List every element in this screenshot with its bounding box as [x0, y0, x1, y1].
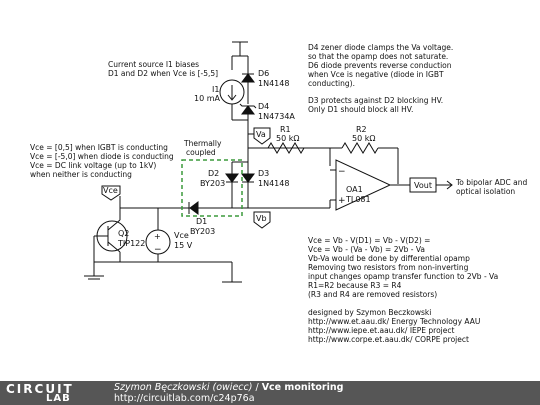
svg-text:R1=R2 because R3 = R4: R1=R2 because R3 = R4	[308, 281, 402, 290]
vce-source-name: Vce	[174, 231, 189, 240]
svg-text:Vb-Va would be done by differe: Vb-Va would be done by differential opam…	[308, 254, 470, 263]
i1-name: I1	[212, 85, 219, 94]
svg-text:Removing two resistors from no: Removing two resistors from non-invertin…	[308, 263, 469, 272]
note-credits: designed by Szymon Beczkowski http://www…	[308, 308, 480, 344]
net-label-vout: Vout	[409, 177, 437, 193]
svg-text:Vout: Vout	[414, 181, 432, 190]
note-equations: Vce = Vb - V(D1) = Vb - V(D2) = Vce = Vb…	[308, 236, 498, 299]
note-d3: D3 protects against D2 blocking HV. Only…	[308, 96, 443, 114]
svg-text:Vce = Vb - (Va - Vb) = 2Vb - V: Vce = Vb - (Va - Vb) = 2Vb - Va	[308, 245, 425, 254]
author-link[interactable]: Szymon Bęczkowski (owiecc)	[114, 382, 253, 393]
vce-minus-sign: −	[154, 245, 162, 255]
svg-text:D1 and D2 when Vce is [-5,5]: D1 and D2 when Vce is [-5,5]	[108, 69, 218, 78]
svg-text:D3 protects against D2 blockin: D3 protects against D2 blocking HV.	[308, 96, 443, 105]
svg-text:when neither is conducting: when neither is conducting	[30, 170, 132, 179]
circuit-diagram: + − − + Va Vb Vce Vout D6 1N4148 I1 10 m…	[30, 41, 527, 344]
svg-text:Vce: Vce	[103, 186, 118, 195]
d2-name: D2	[208, 169, 219, 178]
svg-text:Thermally: Thermally	[183, 139, 222, 148]
d3-name: D3	[258, 169, 269, 178]
r2-value: 50 kΩ	[352, 134, 375, 143]
svg-text:Vce = [0,5] when IGBT is condu: Vce = [0,5] when IGBT is conducting	[30, 143, 168, 152]
r1-value: 50 kΩ	[276, 134, 299, 143]
footer-title-line: Szymon Bęczkowski (owiecc) / Vce monitor…	[114, 382, 344, 393]
svg-text:so that the opamp does not sat: so that the opamp does not saturate.	[308, 52, 448, 61]
d1-name: D1	[196, 217, 207, 226]
net-label-vb: Vb	[253, 211, 271, 229]
q2-name: Q2	[118, 229, 129, 238]
note-vce: Vce = [0,5] when IGBT is conducting Vce …	[30, 143, 174, 179]
circuitlab-logo[interactable]: CIRCUIT LAB	[6, 382, 74, 404]
oa1-value: TL081	[345, 195, 371, 204]
d6-value: 1N4148	[258, 79, 289, 88]
svg-text:Va: Va	[256, 130, 266, 139]
d4-name: D4	[258, 102, 269, 111]
svg-text:D4 zener diode clamps the Va v: D4 zener diode clamps the Va voltage.	[308, 43, 453, 52]
svg-text:coupled: coupled	[186, 148, 216, 157]
svg-text:http://www.iepe.et.aau.dk/ IEP: http://www.iepe.et.aau.dk/ IEPE project	[308, 326, 454, 335]
svg-text:input changes opamp transfer f: input changes opamp transfer function to…	[308, 272, 498, 281]
d2-value: BY203	[200, 179, 225, 188]
note-d4: D4 zener diode clamps the Va voltage. so…	[308, 43, 453, 88]
svg-text:conducting).: conducting).	[308, 79, 355, 88]
q2-value: TIP122	[117, 239, 145, 248]
svg-text:Vce = DC link voltage (up to 1: Vce = DC link voltage (up to 1kV)	[30, 161, 156, 170]
svg-text:To bipolar ADC and: To bipolar ADC and	[455, 178, 527, 187]
vce-source-value: 15 V	[174, 241, 193, 250]
circuit-url-link[interactable]: http://circuitlab.com/c24p76a	[114, 393, 255, 404]
svg-text:Vb: Vb	[256, 214, 267, 223]
svg-text:designed by Szymon Beczkowski: designed by Szymon Beczkowski	[308, 308, 431, 317]
svg-text:Current source I1 biases: Current source I1 biases	[108, 60, 199, 69]
svg-text:D6 diode prevents reverse cond: D6 diode prevents reverse conduction	[308, 61, 452, 70]
svg-text:http://www.et.aau.dk/ Energy T: http://www.et.aau.dk/ Energy Technology …	[308, 317, 480, 326]
vce-plus-sign: +	[154, 232, 161, 241]
circuitlab-footer: CIRCUIT LAB Szymon Bęczkowski (owiecc) /…	[0, 381, 540, 405]
note-i1: Current source I1 biases D1 and D2 when …	[108, 60, 218, 78]
r1-name: R1	[280, 125, 291, 134]
opamp-plus: +	[338, 196, 346, 206]
svg-text:Vce = [-5,0] when diode is con: Vce = [-5,0] when diode is conducting	[30, 152, 174, 161]
svg-text:Only D1 should block all HV.: Only D1 should block all HV.	[308, 105, 413, 114]
r2-name: R2	[356, 125, 367, 134]
note-output: To bipolar ADC and optical isolation	[455, 178, 527, 196]
d6-name: D6	[258, 69, 269, 78]
d3-value: 1N4148	[258, 179, 289, 188]
d1-value: BY203	[190, 227, 215, 236]
circuit-title: Vce monitoring	[261, 382, 344, 393]
svg-text:optical isolation: optical isolation	[456, 187, 515, 196]
svg-text:Vce = Vb - V(D1) = Vb - V(D2): Vce = Vb - V(D1) = Vb - V(D2) =	[308, 236, 430, 245]
oa1-name: OA1	[346, 185, 363, 194]
d4-value: 1N4734A	[258, 112, 295, 121]
svg-text:(R3 and R4 are removed resisto: (R3 and R4 are removed resistors)	[308, 290, 437, 299]
i1-value: 10 mA	[194, 94, 221, 103]
net-label-va: Va	[253, 127, 271, 145]
svg-text:http://www.corpe.et.aau.dk/ CO: http://www.corpe.et.aau.dk/ CORPE projec…	[308, 335, 469, 344]
opamp-minus: −	[338, 167, 346, 177]
net-label-vce: Vce	[101, 185, 121, 201]
svg-text:when Vce is negative (diode in: when Vce is negative (diode in IGBT	[308, 70, 444, 79]
note-thermal: Thermally coupled	[183, 139, 222, 157]
thermal-coupling-box	[181, 159, 243, 217]
